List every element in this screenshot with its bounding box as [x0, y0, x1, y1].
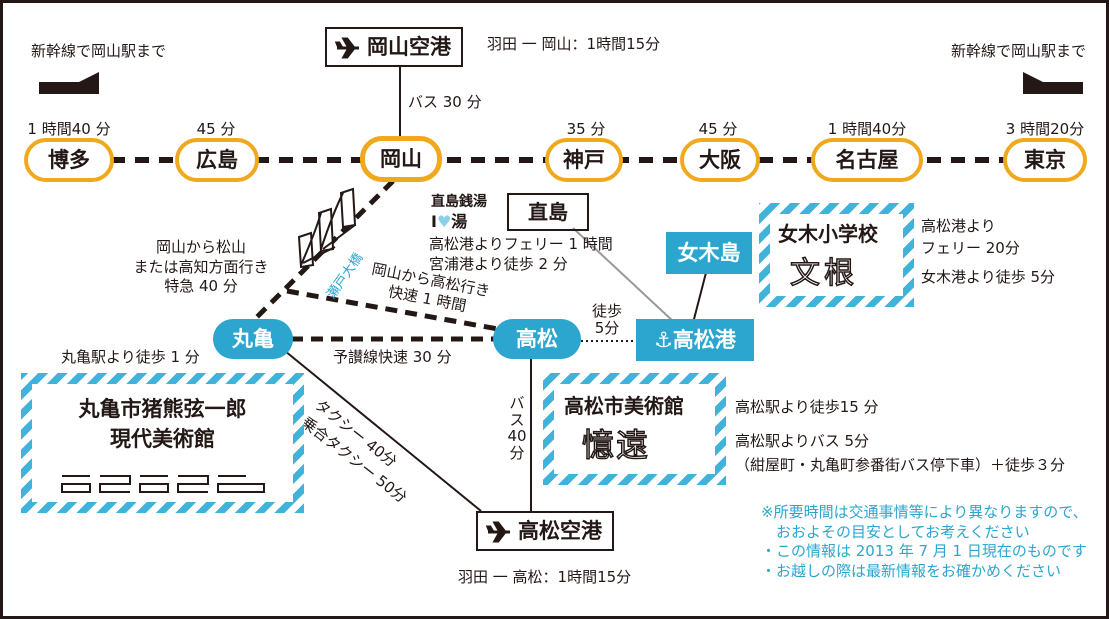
station-kobe: 神戸 — [545, 138, 623, 182]
bus-takamatsu-label: バ ス 40 分 — [507, 394, 527, 462]
haneda-takamatsu-flight: 羽田 一 高松：1時間15分 — [458, 568, 632, 586]
okayama-airport-box: 岡山空港 — [325, 27, 463, 67]
megi-school-logo: 文根 — [789, 255, 858, 292]
takamatsu-airport-box: 高松空港 — [476, 511, 614, 551]
station-tokyo: 東京 — [1003, 138, 1087, 182]
taxi-line — [284, 350, 482, 512]
megi-ferry-time: フェリー 20分 — [921, 239, 1020, 257]
notes: ※所要時間は交通事情等により異なりますので、 おおよその目安としてお考えください… — [761, 503, 1088, 580]
left-shinkansen-label: 新幹線で岡山駅まで — [31, 42, 167, 60]
anchor-icon: ⚓ — [654, 328, 673, 352]
walk-port-label: 徒歩 5分 — [591, 302, 622, 338]
megijima-ferry-line — [692, 264, 709, 324]
seto-ohashi-bridge-icon — [297, 187, 357, 269]
mimoca-box: 丸亀市猪熊弦一郎 現代美術館 — [21, 373, 304, 513]
haneda-okayama-flight: 羽田 一 岡山：1時間15分 — [487, 35, 661, 53]
time-osaka: 45 分 — [698, 120, 738, 138]
time-hakata: 1 時間40 分 — [27, 120, 111, 138]
time-tokyo: 3 時間20分 — [1005, 120, 1085, 138]
mimoca-title: 丸亀市猪熊弦一郎 現代美術館 — [78, 397, 247, 452]
naoshima-walk-time: 宮浦港より徒歩 2 分 — [429, 255, 568, 273]
heart-icon: ♥ — [436, 212, 452, 231]
time-nagoya: 1 時間40分 — [827, 120, 907, 138]
airplane-icon — [485, 521, 510, 543]
time-kobe: 35 分 — [566, 120, 606, 138]
yosan-label: 予讃線快速 30 分 — [333, 348, 452, 366]
station-okayama: 岡山 — [360, 136, 442, 182]
okayama-bus-time: バス 30 分 — [408, 93, 482, 111]
airplane-icon — [334, 37, 359, 59]
megi-school-box: 女木小学校 文根 — [759, 203, 914, 307]
arrow-right-shape — [1023, 72, 1083, 94]
station-takamatsu: 高松 — [493, 319, 581, 359]
takamatsu-museum-logo: 憶遠 — [581, 425, 651, 465]
museum-walk-time: 高松駅より徒歩15 分 — [735, 398, 879, 416]
station-marugame: 丸亀 — [213, 319, 293, 359]
station-hiroshima: 広島 — [175, 138, 259, 182]
marugame-walk-time: 丸亀駅より徒歩 1 分 — [61, 348, 200, 366]
megi-school-label: 女木小学校 — [778, 222, 878, 246]
station-hakata: 博多 — [24, 138, 114, 182]
right-shinkansen-label: 新幹線で岡山駅まで — [951, 42, 1087, 60]
takamatsu-port-box: ⚓高松港 — [636, 319, 754, 361]
station-nagoya: 名古屋 — [811, 138, 923, 182]
time-hiroshima: 45 分 — [196, 120, 236, 138]
naoshima-sento-logo: I♥湯 — [431, 212, 468, 231]
museum-bus-time: 高松駅よりバス 5分 — [735, 432, 870, 450]
naoshima-ferry-line — [572, 227, 676, 324]
tokkyu-label: 岡山から松山 または高知方面行き 特急 40 分 — [133, 238, 269, 295]
takamatsu-airport-label: 高松空港 — [518, 519, 602, 543]
marine-liner-line — [286, 288, 499, 332]
museum-bus-stop: （紺屋町・丸亀町参番街バス停下車）＋徒歩３分 — [735, 456, 1066, 474]
station-osaka: 大阪 — [680, 138, 760, 182]
megi-walk-time: 女木港より徒歩 5分 — [921, 268, 1056, 286]
megijima-box: 女木島 — [666, 232, 752, 274]
seto-ohashi-line — [251, 179, 395, 323]
okayama-airport-label: 岡山空港 — [367, 35, 451, 59]
mimoca-logo-icon — [61, 475, 265, 493]
takamatsu-museum-label: 高松市美術館 — [564, 394, 684, 418]
takamatsu-museum-box: 高松市美術館 憶遠 — [543, 373, 726, 485]
naoshima-sento-label: 直島銭湯 — [431, 194, 487, 210]
naoshima-box: 直島 — [507, 193, 589, 231]
naoshima-ferry-time: 高松港よりフェリー 1 時間 — [429, 235, 613, 253]
megi-from-port: 高松港より — [921, 217, 996, 235]
arrow-left-shape — [39, 72, 99, 94]
